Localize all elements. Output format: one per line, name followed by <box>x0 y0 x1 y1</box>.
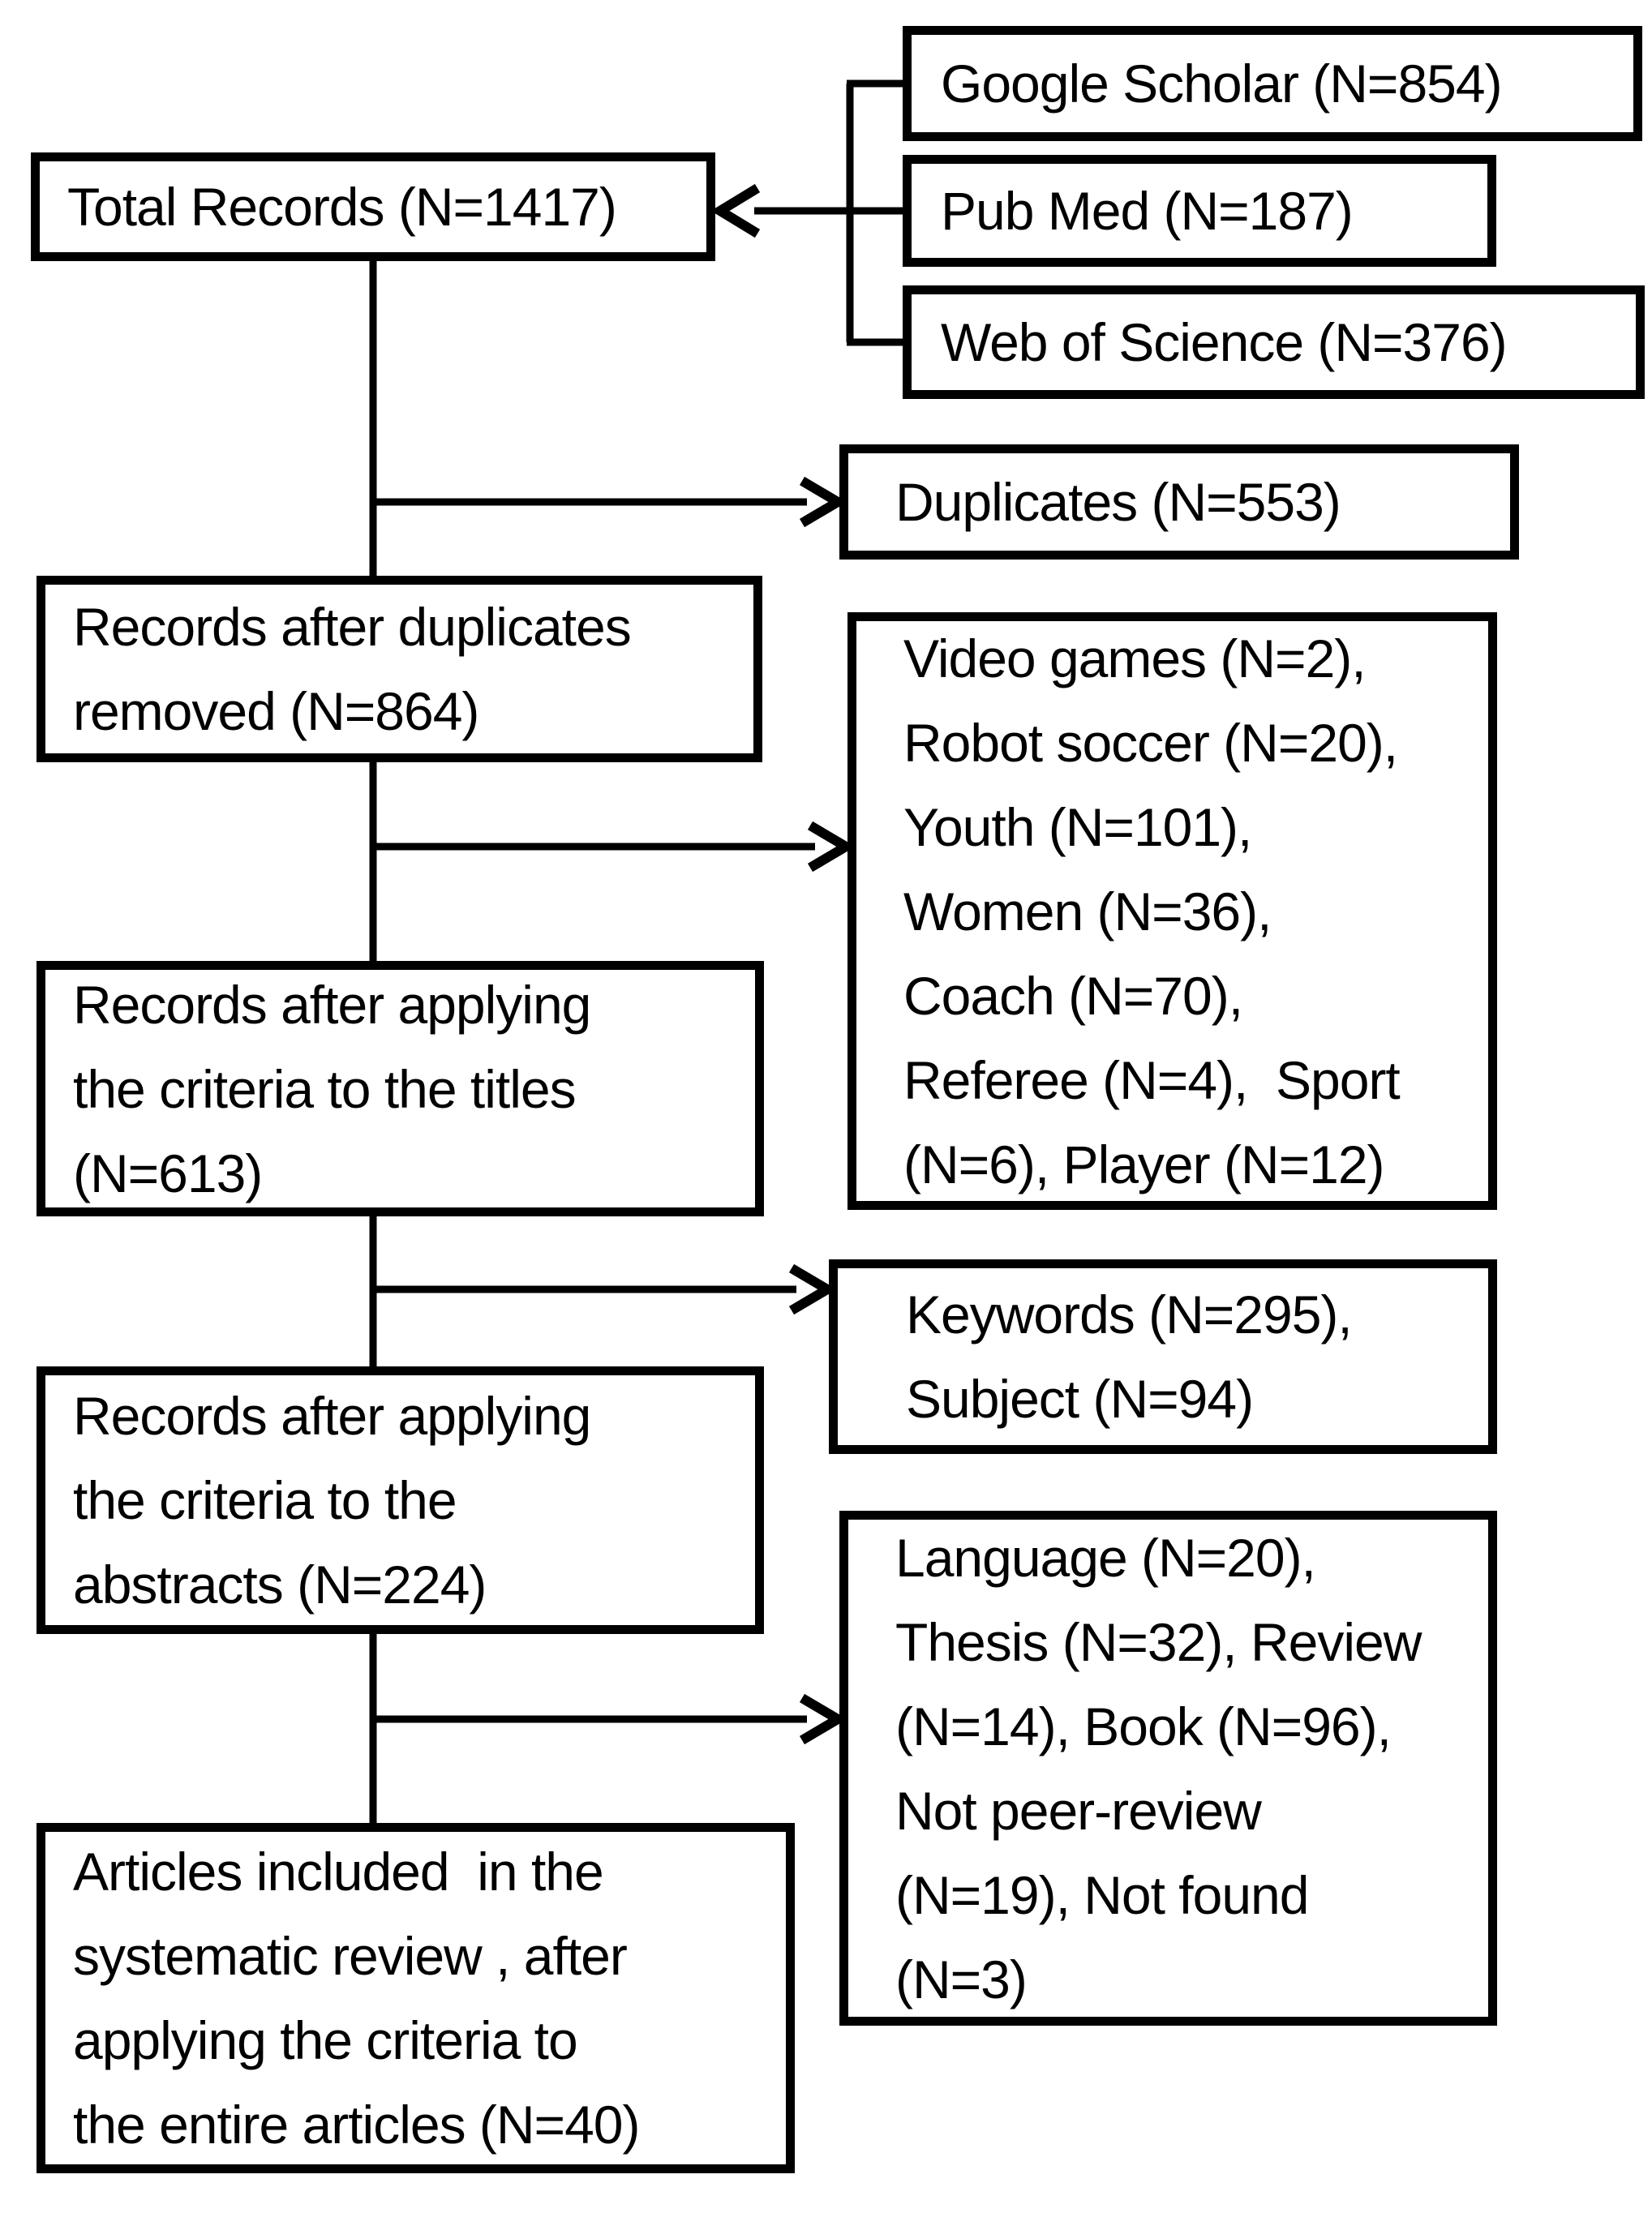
node-records-after-duplicates-label: Records after duplicates removed (N=864) <box>73 597 632 741</box>
node-records-after-abstracts: Records after applying the criteria to t… <box>36 1366 764 1634</box>
arrow-to-excluded-fulltext-head <box>799 1693 847 1745</box>
node-google-scholar-label: Google Scholar (N=854) <box>941 54 1503 114</box>
node-records-after-titles: Records after applying the criteria to t… <box>36 961 764 1216</box>
node-articles-included-label: Articles included in the systematic revi… <box>73 1842 640 2155</box>
node-total-records-label: Total Records (N=1417) <box>67 177 617 237</box>
arrow-to-keywords-head <box>788 1263 837 1315</box>
node-records-after-titles-label: Records after applying the criteria to t… <box>73 974 591 1203</box>
node-articles-included: Articles included in the systematic revi… <box>36 1823 795 2173</box>
node-records-after-abstracts-label: Records after applying the criteria to t… <box>73 1386 591 1615</box>
node-web-of-science: Web of Science (N=376) <box>903 285 1645 399</box>
arrow-to-excluded-titles-head <box>807 821 856 873</box>
node-excluded-keywords-subject-label: Keywords (N=295), Subject (N=94) <box>906 1284 1353 1429</box>
node-excluded-by-titles: Video games (N=2), Robot soccer (N=20), … <box>847 612 1497 1210</box>
node-duplicates-excluded: Duplicates (N=553) <box>839 444 1519 560</box>
node-records-after-duplicates: Records after duplicates removed (N=864) <box>36 576 762 762</box>
arrow-sources-to-total-head <box>710 183 761 238</box>
node-excluded-by-titles-label: Video games (N=2), Robot soccer (N=20), … <box>903 628 1401 1194</box>
node-google-scholar: Google Scholar (N=854) <box>903 26 1642 141</box>
node-pub-med-label: Pub Med (N=187) <box>941 181 1354 241</box>
node-duplicates-excluded-label: Duplicates (N=553) <box>895 472 1341 532</box>
arrow-to-duplicates-head <box>799 476 847 528</box>
node-web-of-science-label: Web of Science (N=376) <box>941 312 1508 372</box>
node-pub-med: Pub Med (N=187) <box>903 155 1496 267</box>
node-excluded-fulltext-reasons-label: Language (N=20), Thesis (N=32), Review (… <box>895 1527 1422 2009</box>
node-excluded-fulltext-reasons: Language (N=20), Thesis (N=32), Review (… <box>839 1511 1497 2026</box>
node-total-records: Total Records (N=1417) <box>31 152 715 261</box>
node-excluded-keywords-subject: Keywords (N=295), Subject (N=94) <box>829 1259 1497 1454</box>
